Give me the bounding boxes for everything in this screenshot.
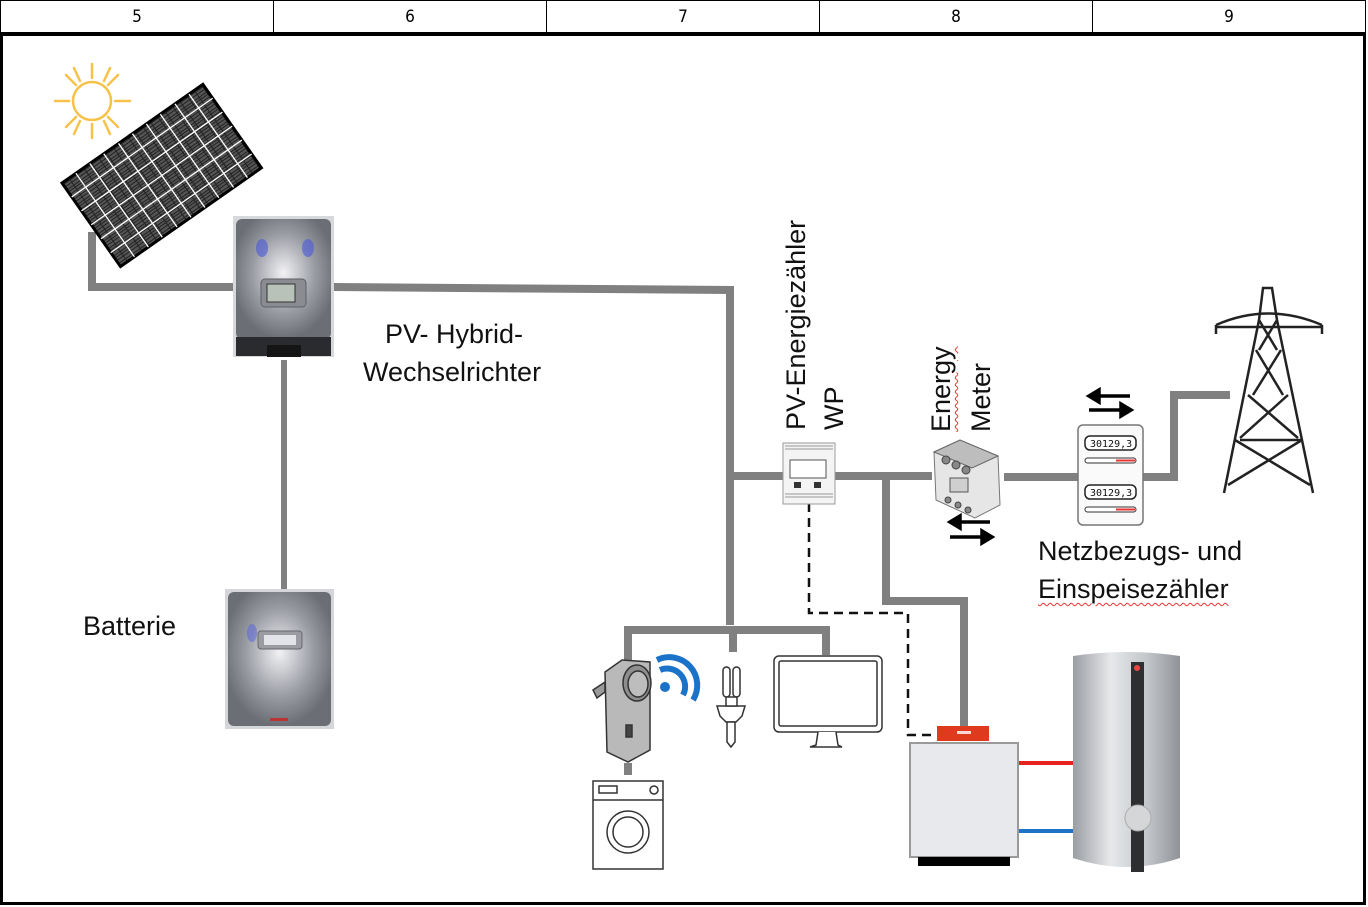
column-9: 9 (1224, 7, 1234, 27)
wires (88, 232, 1230, 775)
inverter-label-line2: Wechselrichter (363, 357, 542, 387)
energy-meter-icon (932, 439, 1001, 519)
lamp-icon (715, 666, 747, 749)
pv-energy-meter-icon (782, 442, 836, 505)
solar-panel-icon (59, 82, 264, 269)
inverter-label: PV- Hybrid- (385, 319, 524, 349)
power-tower-icon (1214, 286, 1324, 494)
battery-icon (225, 589, 334, 729)
column-7: 7 (547, 1, 820, 32)
meter-reading-2: 30129,3 (1090, 488, 1132, 499)
washing-machine-icon (592, 780, 664, 870)
wire-panel-inverter (88, 232, 234, 291)
wire-gridmeter-tower (1142, 391, 1230, 481)
wire-consumer-bus (624, 626, 830, 660)
column-8: 8 (820, 1, 1093, 32)
grid-meter-label-line2-text: Einspeisezähler (1038, 574, 1229, 604)
energy-meter-label-line2: Meter (966, 362, 996, 432)
hot-water-tank-icon (1073, 652, 1180, 872)
wire-inverter-main (332, 283, 734, 625)
grid-arrows-icon (1085, 386, 1135, 420)
battery-label: Batterie (83, 611, 177, 641)
diagram-frame (0, 33, 1366, 905)
pv-energy-meter-label-line2: WP (819, 386, 849, 431)
grid-meter-label-line2: Einspeisezähler (1038, 573, 1229, 605)
meter-reading-1: 30129,3 (1090, 439, 1132, 450)
energy-meter-label: Energy (926, 346, 956, 432)
smart-plug-icon (592, 659, 652, 763)
pv-energy-meter-label: PV-Energiezähler (781, 219, 811, 430)
column-5: 5 (1, 1, 274, 32)
energy-meter-label-line1: Energy (926, 346, 956, 432)
heat-pump-icon (909, 726, 1019, 866)
wifi-icon (655, 654, 701, 702)
hybrid-inverter-icon (233, 216, 334, 357)
sun-icon (53, 62, 132, 140)
wire-branch-heatpump (882, 476, 968, 726)
column-header: 5 6 7 8 9 (0, 0, 1366, 33)
column-6: 6 (274, 1, 547, 32)
monitor-icon (773, 655, 883, 748)
bidirectional-arrows-icon (946, 512, 996, 547)
grid-meter-icon: 30129,3 30129,3 (1077, 424, 1144, 526)
grid-meter-label: Netzbezugs- und (1038, 536, 1243, 566)
